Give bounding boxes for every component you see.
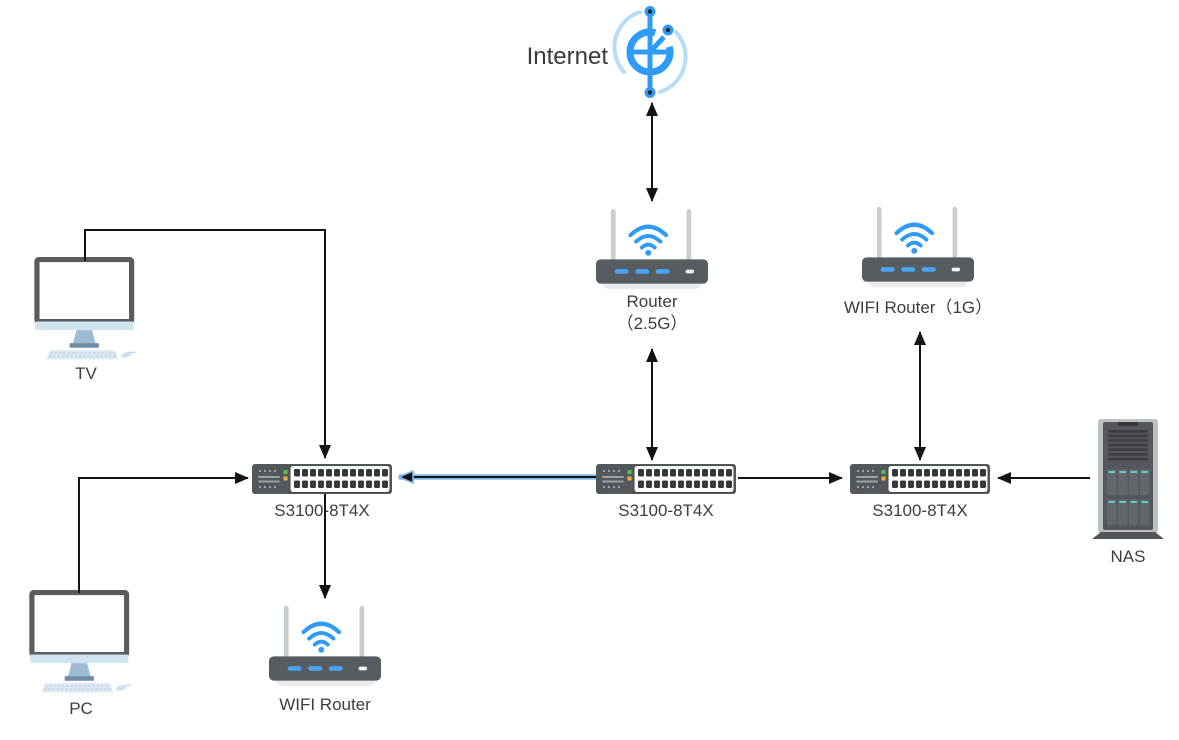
switch-left-node: [252, 464, 392, 494]
wifi-router-bottom-label: WIFI Router: [279, 695, 371, 714]
wifi-router-icon: [596, 207, 708, 293]
wifi-router-1g-label: WIFI Router（1G）: [843, 298, 993, 317]
internet-node: [612, 4, 688, 100]
wifi-router-icon: [862, 205, 974, 291]
pc-node: [25, 590, 137, 695]
tv-label: TV: [75, 364, 97, 383]
wifi-router-1g-node: [862, 205, 974, 291]
switch-left-label: S3100-8T4X: [274, 501, 370, 520]
nas-label: NAS: [1110, 547, 1146, 566]
switch-icon: [596, 464, 736, 494]
tv-node: [30, 257, 142, 362]
nas-icon: [1092, 417, 1164, 545]
edge-pc-to-switch-left: [78, 472, 249, 593]
monitor-icon: [30, 257, 142, 362]
internet-icon: [612, 4, 688, 100]
wifi-router-icon: [269, 604, 381, 690]
pc-label: PC: [69, 699, 93, 718]
router-2-5g-node: [596, 207, 708, 293]
router-2-5g-label: Router （2.5G）: [617, 291, 688, 335]
internet-label: Internet: [526, 43, 608, 70]
switch-right-label: S3100-8T4X: [872, 501, 968, 520]
switch-right-node: [850, 464, 990, 494]
router-2-5g-label-line2: （2.5G）: [616, 314, 688, 334]
wifi-router-bottom-node: [269, 604, 381, 690]
router-2-5g-label-line1: Router: [626, 292, 678, 311]
nas-node: [1092, 417, 1164, 545]
monitor-icon: [25, 590, 137, 695]
switch-icon: [252, 464, 392, 494]
switch-icon: [850, 464, 990, 494]
switch-center-node: [596, 464, 736, 494]
switch-center-label: S3100-8T4X: [618, 501, 714, 520]
